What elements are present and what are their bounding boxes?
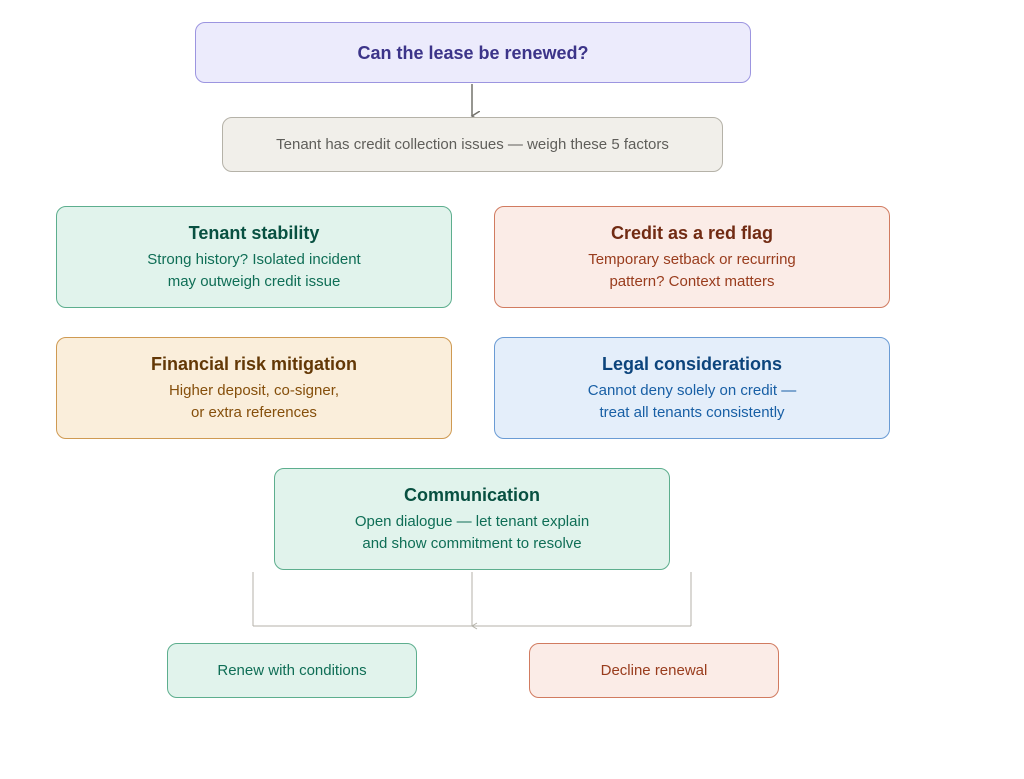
- factor-description-line: or extra references: [191, 404, 317, 421]
- context-text: Tenant has credit collection issues — we…: [276, 135, 669, 153]
- factor-description-line: Open dialogue — let tenant explain: [354, 513, 590, 530]
- factor-title: Financial risk mitigation: [150, 354, 358, 374]
- factor-title: Credit as a red flag: [610, 223, 774, 243]
- factor-description-line: Temporary setback or recurring: [588, 251, 796, 268]
- question-text: Can the lease be renewed?: [357, 42, 589, 63]
- factor-tenant-stability: Tenant stability Strong history? Isolate…: [56, 206, 452, 308]
- question-node: Can the lease be renewed?: [195, 22, 751, 83]
- outcome-renew-with-conditions: Renew with conditions: [167, 643, 417, 698]
- factor-description-line: Strong history? Isolated incident: [147, 251, 361, 268]
- factor-title: Tenant stability: [188, 223, 320, 243]
- factor-description-line: and show commitment to resolve: [362, 535, 582, 552]
- factor-communication: Communication Open dialogue — let tenant…: [274, 468, 670, 570]
- outcome-label: Renew with conditions: [217, 661, 367, 679]
- factor-description-line: treat all tenants consistently: [599, 404, 785, 421]
- factor-title: Communication: [403, 485, 540, 505]
- factor-financial-risk: Financial risk mitigation Higher deposit…: [56, 337, 452, 439]
- factor-legal: Legal considerations Cannot deny solely …: [494, 337, 890, 439]
- outcome-label: Decline renewal: [600, 661, 708, 679]
- factor-description-line: Higher deposit, co-signer,: [168, 382, 340, 399]
- context-node: Tenant has credit collection issues — we…: [222, 117, 723, 172]
- outcome-decline-renewal: Decline renewal: [529, 643, 779, 698]
- factor-description-line: pattern? Context matters: [609, 273, 775, 290]
- factor-description-line: may outweigh credit issue: [167, 273, 341, 290]
- factor-title: Legal considerations: [601, 354, 783, 374]
- factor-description-line: Cannot deny solely on credit —: [587, 382, 797, 399]
- factor-credit-red-flag: Credit as a red flag Temporary setback o…: [494, 206, 890, 308]
